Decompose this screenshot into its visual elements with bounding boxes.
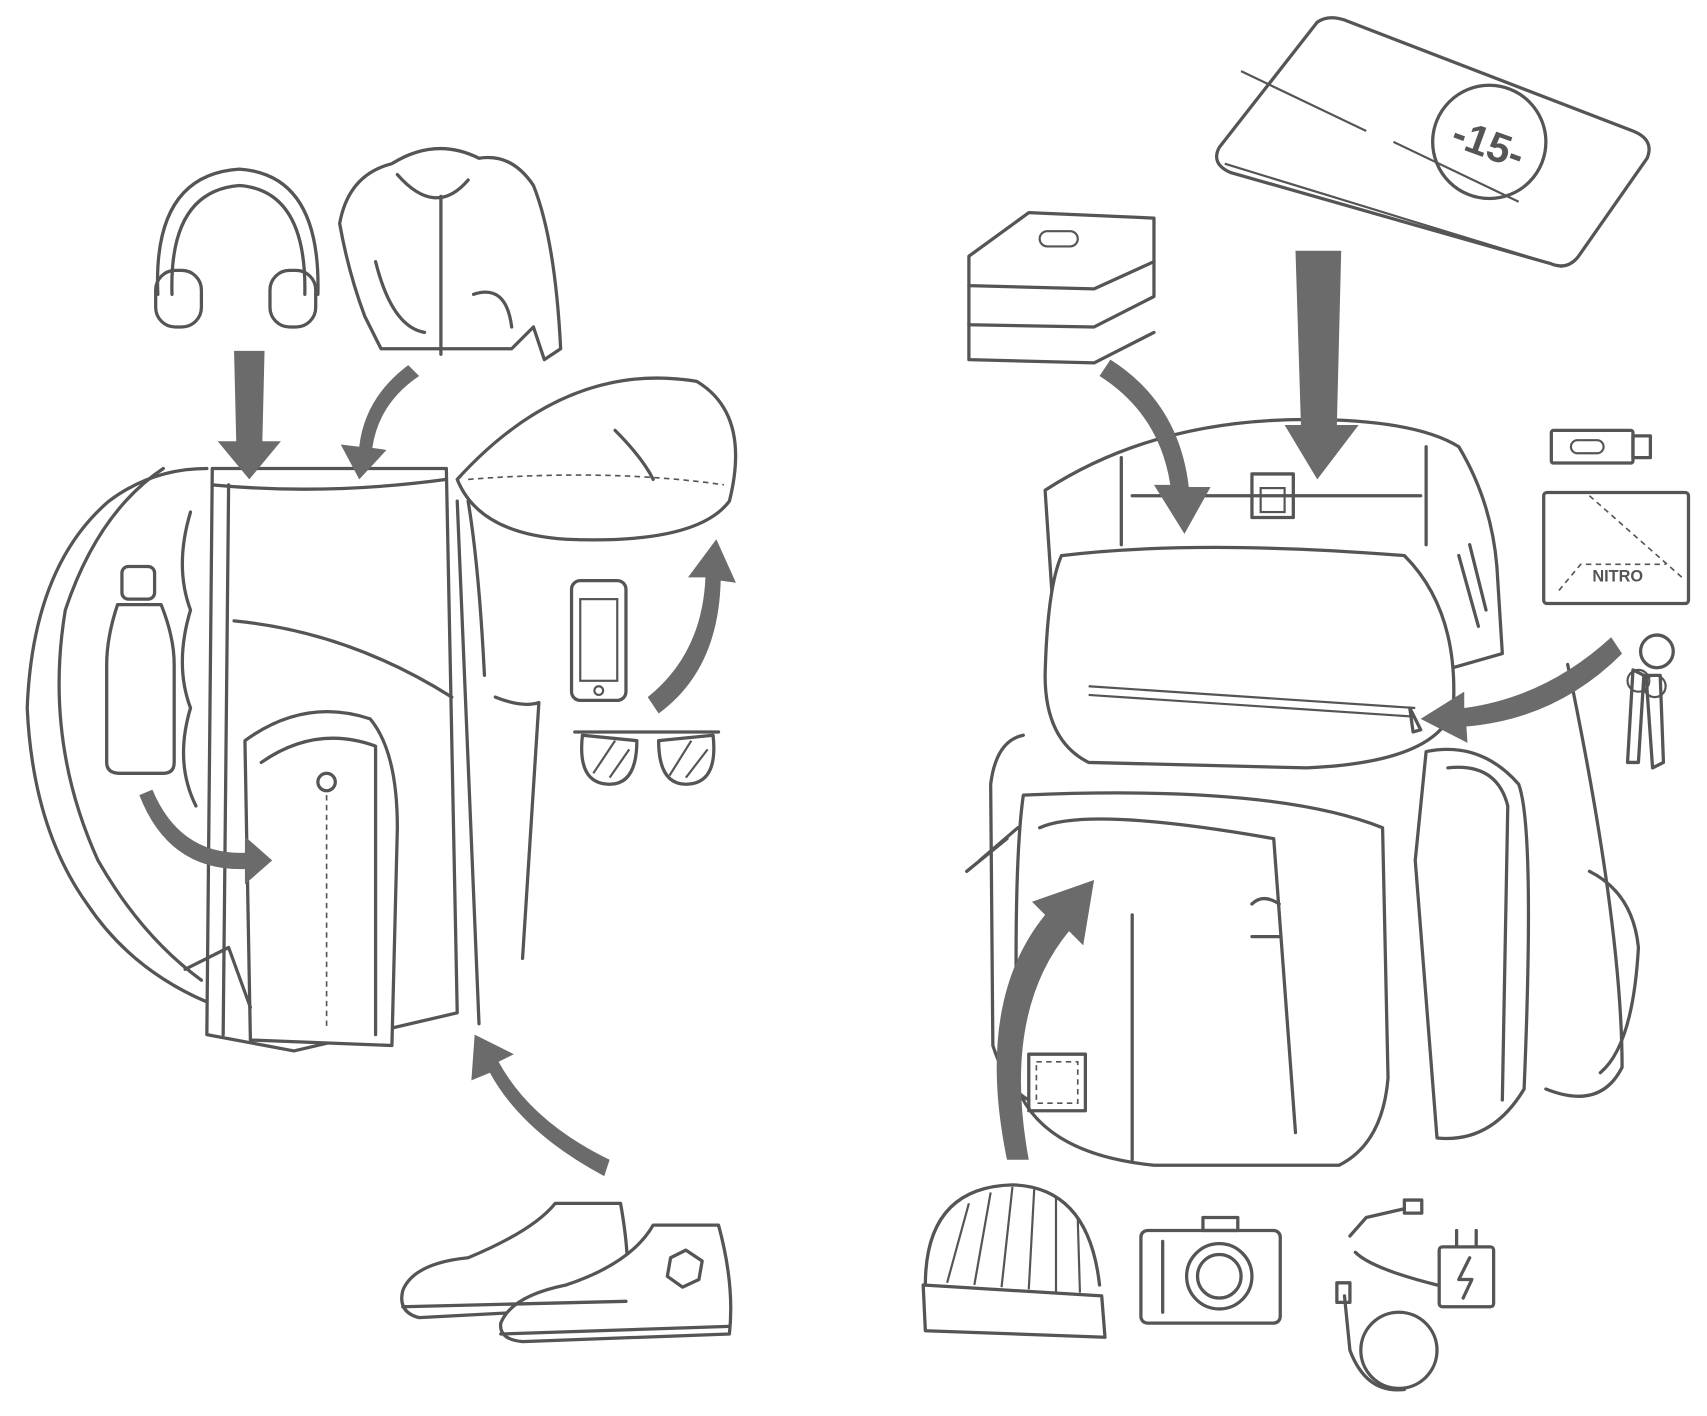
laptop-icon: -15- — [1215, 16, 1651, 269]
smartphone-icon — [569, 578, 628, 703]
hoodie-icon — [338, 147, 563, 362]
arrow-books — [1099, 359, 1211, 534]
beanie-icon — [921, 1183, 1107, 1339]
arrow-sneakers — [471, 1034, 610, 1177]
keys-icon — [1625, 633, 1675, 770]
water-bottle-icon — [105, 564, 176, 775]
camera-icon — [1139, 1215, 1282, 1325]
arrow-headphones — [217, 350, 281, 480]
left-arrows — [139, 350, 736, 1177]
sunglasses-icon — [573, 730, 721, 786]
usb-stick-icon — [1549, 428, 1653, 465]
charger-cable-icon — [1335, 1198, 1496, 1392]
wallet-icon: NITRO — [1542, 490, 1691, 606]
right-arrows — [996, 250, 1623, 1160]
books-icon — [967, 211, 1156, 365]
arrow-phone — [647, 539, 736, 714]
arrow-beanie — [996, 880, 1095, 1160]
right-backpack — [965, 417, 1641, 1167]
arrow-hoodie — [340, 365, 420, 480]
wallet-brand: NITRO — [1592, 568, 1643, 586]
arrow-bottle — [139, 789, 273, 885]
sneakers-icon — [400, 1201, 733, 1344]
arrow-keys — [1420, 637, 1623, 743]
left-backpack — [25, 376, 738, 1053]
headphones-icon — [154, 167, 320, 329]
arrow-laptop — [1284, 250, 1359, 480]
